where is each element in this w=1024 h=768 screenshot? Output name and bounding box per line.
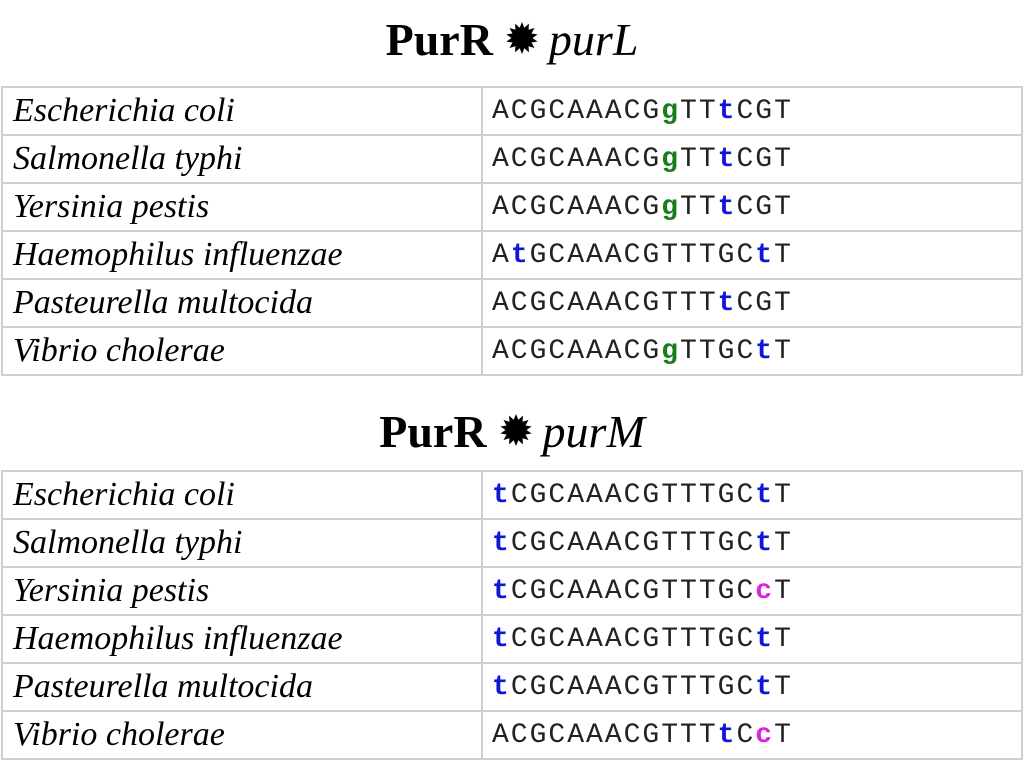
sequence-variant-base: g	[661, 95, 681, 127]
sequence-variant-base: t	[492, 575, 511, 607]
sequence-segment: T	[774, 719, 793, 751]
sequence-segment: ACGCAAACGTTT	[492, 719, 718, 751]
sequence-variant-base: t	[755, 671, 775, 703]
sequence-variant-base: t	[492, 479, 511, 511]
sequence-segment: T	[774, 671, 793, 703]
sequence-segment: T	[774, 335, 793, 367]
sequence-cell: tCGCAAACGTTTGCtT	[481, 470, 1023, 520]
section-title-purm: PurR purM	[0, 404, 1024, 464]
sequence-segment: TT	[680, 143, 718, 175]
species-name: Vibrio cholerae	[1, 326, 483, 376]
sequence-cell: ACGCAAACGgTTtCGT	[481, 134, 1023, 184]
sequence-segment: GCAAACGTTTGC	[529, 239, 756, 271]
sequence-variant-base: t	[717, 143, 737, 175]
sequence-variant-base: c	[755, 719, 775, 751]
species-name: Escherichia coli	[1, 470, 483, 520]
species-name: Haemophilus influenzae	[1, 230, 483, 280]
species-name: Pasteurella multocida	[1, 278, 483, 328]
sequence-cell: tCGCAAACGTTTGCcT	[481, 566, 1023, 616]
sequence-variant-base: t	[755, 527, 775, 559]
sequence-segment: CGT	[736, 287, 793, 319]
species-name: Pasteurella multocida	[1, 662, 483, 712]
sequence-variant-base: t	[717, 719, 737, 751]
sequence-variant-base: t	[717, 287, 737, 319]
gene-name: purM	[542, 406, 645, 457]
species-name: Salmonella typhi	[1, 134, 483, 184]
protein-name: PurR	[379, 406, 487, 457]
sequence-cell: tCGCAAACGTTTGCtT	[481, 614, 1023, 664]
sequence-variant-base: t	[755, 623, 775, 655]
sequence-cell: ACGCAAACGgTTGCtT	[481, 326, 1023, 376]
sequence-variant-base: t	[755, 239, 775, 271]
sequence-variant-base: g	[661, 143, 681, 175]
sequence-variant-base: t	[492, 527, 511, 559]
sequence-variant-base: t	[492, 623, 511, 655]
sequence-variant-base: t	[510, 239, 530, 271]
sequence-segment: ACGCAAACG	[492, 95, 662, 127]
binding-star-icon	[505, 12, 539, 68]
sequence-cell: AtGCAAACGTTTGCtT	[481, 230, 1023, 280]
sequence-segment: T	[774, 527, 793, 559]
species-name: Vibrio cholerae	[1, 710, 483, 760]
sequence-segment: ACGCAAACG	[492, 191, 662, 223]
sequence-segment: T	[774, 575, 793, 607]
sequence-segment: C	[736, 719, 756, 751]
sequence-segment: CGCAAACGTTTGC	[510, 527, 756, 559]
section-title-purl: PurR purL	[0, 12, 1024, 72]
species-name: Escherichia coli	[1, 86, 483, 136]
species-name: Haemophilus influenzae	[1, 614, 483, 664]
sequence-segment: TT	[680, 95, 718, 127]
binding-star-icon	[499, 404, 533, 460]
sequence-cell: ACGCAAACGTTTtCGT	[481, 278, 1023, 328]
sequence-segment: CGCAAACGTTTGC	[510, 575, 756, 607]
sequence-variant-base: t	[492, 671, 511, 703]
sequence-variant-base: g	[661, 335, 681, 367]
sequence-variant-base: t	[755, 335, 775, 367]
sequence-segment: CGT	[736, 191, 793, 223]
sequence-segment: A	[492, 239, 511, 271]
sequence-segment: CGCAAACGTTTGC	[510, 671, 756, 703]
sequence-segment: T	[774, 239, 793, 271]
sequence-segment: CGT	[736, 95, 793, 127]
sequence-cell: ACGCAAACGgTTtCGT	[481, 86, 1023, 136]
sequence-cell: tCGCAAACGTTTGCtT	[481, 662, 1023, 712]
species-name: Yersinia pestis	[1, 182, 483, 232]
sequence-variant-base: t	[717, 95, 737, 127]
sequence-segment: ACGCAAACG	[492, 143, 662, 175]
sequence-segment: CGT	[736, 143, 793, 175]
sequence-cell: ACGCAAACGgTTtCGT	[481, 182, 1023, 232]
sequence-cell: tCGCAAACGTTTGCtT	[481, 518, 1023, 568]
sequence-variant-base: c	[755, 575, 775, 607]
sequence-variant-base: t	[717, 191, 737, 223]
gene-name: purL	[548, 14, 639, 65]
sequence-segment: T	[774, 479, 793, 511]
sequence-segment: TTGC	[680, 335, 756, 367]
sequence-variant-base: g	[661, 191, 681, 223]
sequence-segment: ACGCAAACG	[492, 335, 662, 367]
sequence-segment: TT	[680, 191, 718, 223]
sequence-segment: ACGCAAACGTTT	[492, 287, 718, 319]
protein-name: PurR	[385, 14, 493, 65]
sequence-segment: CGCAAACGTTTGC	[510, 479, 756, 511]
sequence-cell: ACGCAAACGTTTtCcT	[481, 710, 1023, 760]
sequence-segment: CGCAAACGTTTGC	[510, 623, 756, 655]
sequence-variant-base: t	[755, 479, 775, 511]
species-name: Salmonella typhi	[1, 518, 483, 568]
sequence-segment: T	[774, 623, 793, 655]
species-name: Yersinia pestis	[1, 566, 483, 616]
